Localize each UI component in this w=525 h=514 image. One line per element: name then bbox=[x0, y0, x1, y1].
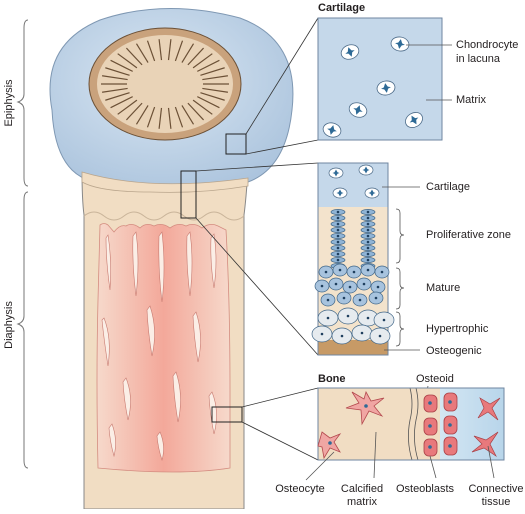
proliferative-zone-label: Proliferative zone bbox=[426, 229, 511, 241]
trabecula-spoke bbox=[117, 99, 138, 115]
chondrocyte-label-line2: in lacuna bbox=[456, 53, 501, 65]
bone-panel-title: Bone bbox=[318, 373, 346, 385]
ossification-center bbox=[88, 27, 242, 141]
chondrocyte-lacuna bbox=[405, 112, 423, 128]
hypertrophic-label: Hypertrophic bbox=[426, 323, 489, 335]
trabecula-spoke bbox=[102, 87, 128, 93]
trabecula-spoke bbox=[110, 59, 133, 72]
calcified-matrix-label-line2: matrix bbox=[347, 496, 377, 508]
chondrocyte-lacuna bbox=[390, 36, 410, 52]
trabecula-spoke bbox=[181, 105, 195, 125]
trabecula-spoke bbox=[187, 47, 205, 66]
osteoid-label: Osteoid bbox=[416, 373, 454, 385]
trabecula-spoke bbox=[192, 99, 213, 115]
trabecula-spoke bbox=[158, 107, 163, 129]
bone-leaders bbox=[305, 431, 495, 481]
trabecula-spoke bbox=[146, 40, 156, 62]
cartilage-indicator-box bbox=[225, 133, 247, 155]
diaphysis-label: Diaphysis bbox=[3, 301, 15, 349]
epiphysis-label: Epiphysis bbox=[3, 79, 15, 127]
trabecula-spoke bbox=[105, 92, 130, 101]
trabecula-spoke bbox=[167, 107, 172, 129]
bone-shaft bbox=[81, 169, 249, 510]
growth-plate-panel bbox=[311, 162, 395, 356]
trabecula-spoke bbox=[192, 53, 213, 69]
chondrocyte-lacuna bbox=[340, 44, 360, 60]
growth-plate-indicator-box bbox=[180, 170, 197, 219]
gp-cartilage-label: Cartilage bbox=[426, 181, 470, 193]
matrix-label: Matrix bbox=[456, 94, 486, 106]
growth-plate-brackets bbox=[395, 208, 405, 347]
osteogenic-label: Osteogenic bbox=[426, 345, 482, 357]
trabecula-spoke bbox=[197, 59, 220, 72]
trabecula-spoke bbox=[181, 43, 195, 63]
mature-label: Mature bbox=[426, 282, 460, 294]
chondrocyte-lacuna bbox=[322, 122, 342, 138]
trabecula-spoke bbox=[117, 53, 138, 69]
trabecula-spoke bbox=[197, 96, 220, 109]
trabecula-spoke bbox=[125, 47, 143, 66]
trabecula-spoke bbox=[102, 75, 128, 81]
trabecula-spoke bbox=[110, 96, 133, 109]
trabecula-spoke bbox=[135, 43, 149, 63]
chondrocyte-lacuna bbox=[348, 102, 368, 118]
osteocyte-label: Osteocyte bbox=[275, 483, 325, 495]
trabecula-spoke bbox=[125, 102, 143, 121]
chondrocyte-lacuna bbox=[332, 187, 348, 199]
diaphysis-bracket bbox=[16, 191, 29, 469]
trabecula-spoke bbox=[202, 87, 228, 93]
trabecula-spoke bbox=[200, 67, 225, 76]
calcified-matrix-label-line1: Calcified bbox=[341, 483, 383, 495]
trabecula-spoke bbox=[202, 75, 228, 81]
trabecula-spoke bbox=[158, 39, 163, 61]
trabecula-spoke bbox=[200, 92, 225, 101]
connective-tissue-label-line2: tissue bbox=[482, 496, 511, 508]
epiphysis-bracket bbox=[16, 19, 29, 187]
cartilage-panel-title: Cartilage bbox=[318, 2, 365, 14]
chondrocyte-lacuna bbox=[364, 187, 380, 199]
trabecula-spoke bbox=[174, 106, 184, 128]
connective-tissue-label-line1: Connective bbox=[468, 483, 523, 495]
chondrocyte-lacuna bbox=[358, 164, 374, 176]
osteoblasts-label: Osteoblasts bbox=[396, 483, 455, 495]
chondrocyte-lacuna bbox=[328, 167, 344, 179]
trabecula-spoke bbox=[146, 106, 156, 128]
connector-lines bbox=[195, 17, 319, 461]
chondrocyte-label-line1: Chondrocyte bbox=[456, 39, 518, 51]
trabecula-spoke bbox=[135, 105, 149, 125]
trabecula-spoke bbox=[174, 40, 184, 62]
bone-panel bbox=[317, 387, 505, 461]
trabecula-spoke bbox=[105, 67, 130, 76]
trabecula-spoke bbox=[167, 39, 172, 61]
cartilage-panel bbox=[317, 17, 443, 141]
trabecula-spoke bbox=[187, 102, 205, 121]
bone-indicator-box bbox=[211, 406, 243, 423]
